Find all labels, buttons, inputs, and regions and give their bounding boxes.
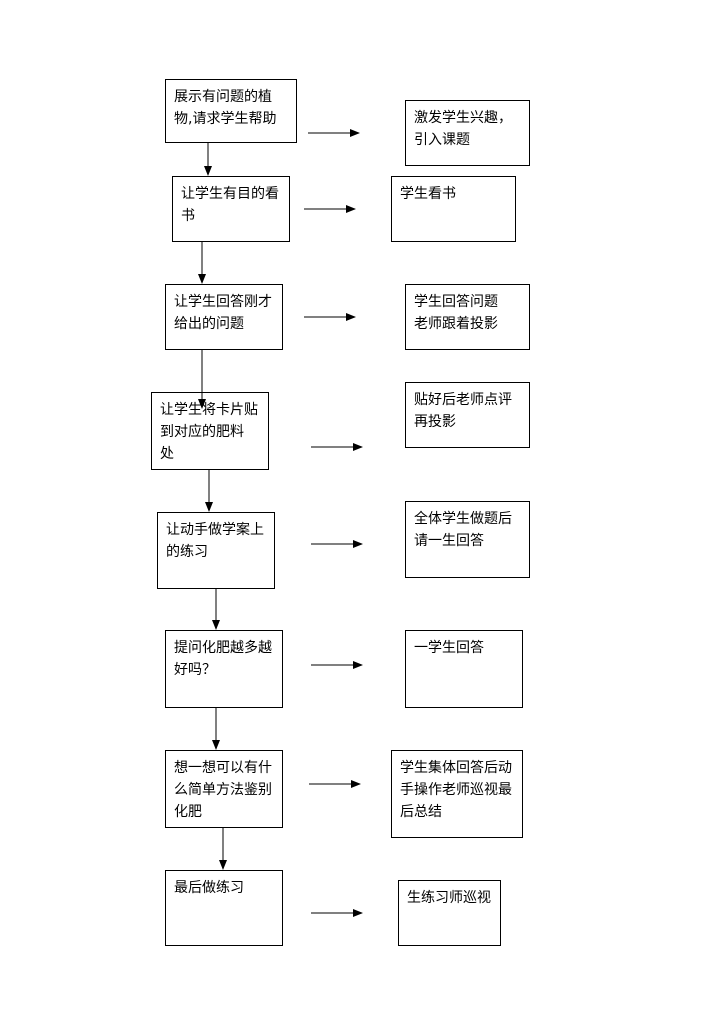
teacher-box-2: 让学生有目的看书 [172,176,290,242]
teacher-box-6: 提问化肥越多越好吗？ [165,630,283,708]
student-box-6: 一学生回答 [405,630,523,708]
student-box-8: 生练习师巡视 [398,880,501,946]
teacher-box-5: 让动手做学案上的练习 [157,512,275,589]
student-box-1: 激发学生兴趣，引入课题 [405,100,530,166]
student-box-7: 学生集体回答后动手操作老师巡视最后总结 [391,750,523,838]
student-box-3: 学生回答问题 老师跟着投影 [405,284,530,350]
teacher-box-3: 让学生回答刚才给出的问题 [165,284,283,350]
student-box-4: 贴好后老师点评再投影 [405,382,530,448]
student-box-5: 全体学生做题后请一生回答 [405,501,530,578]
teacher-box-8: 最后做练习 [165,870,283,946]
teacher-box-1: 展示有问题的植物,请求学生帮助 [165,79,297,143]
teacher-box-7: 想一想可以有什么简单方法鉴别化肥 [165,750,283,828]
teacher-box-4: 让学生将卡片贴到对应的肥料 处 [151,392,269,470]
student-box-2: 学生看书 [391,176,516,242]
